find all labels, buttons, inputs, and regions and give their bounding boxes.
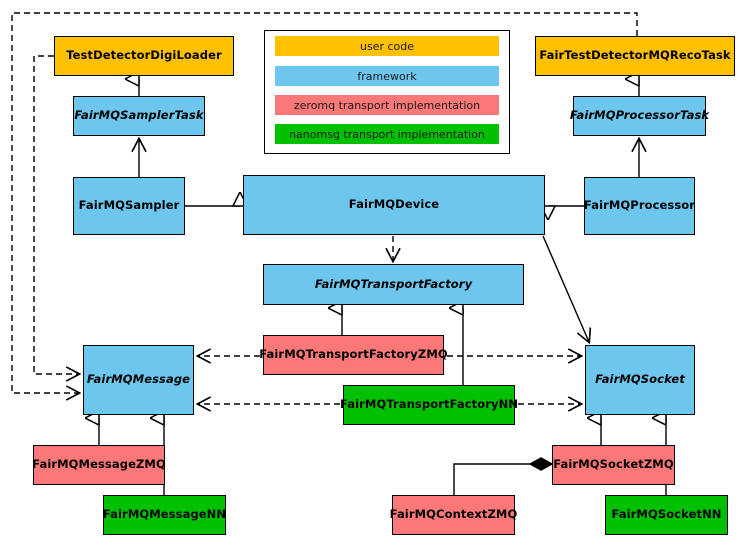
legend-swatch-nanomsg: nanomsg transport implementation xyxy=(275,124,499,144)
class-node-fairmqsampler[interactable]: FairMQSampler xyxy=(73,177,185,235)
legend-label-nanomsg: nanomsg transport implementation xyxy=(289,127,485,141)
legend-swatch-user-code: user code xyxy=(275,36,499,56)
class-node-fairmqsocketzmq[interactable]: FairMQSocketZMQ xyxy=(552,445,675,485)
edge-device-socket xyxy=(542,235,589,342)
class-node-fairmqsamplertask[interactable]: FairMQSamplerTask xyxy=(73,96,205,136)
class-node-fairmqmessagenn[interactable]: FairMQMessageNN xyxy=(103,495,226,535)
class-node-fairmqprocessortask[interactable]: FairMQProcessorTask xyxy=(570,96,709,136)
legend-label-user-code: user code xyxy=(359,39,415,53)
class-node-fairmqtransportfactoryzmq[interactable]: FairMQTransportFactoryZMQ xyxy=(259,335,448,375)
class-node-fairmqprocessor[interactable]: FairMQProcessor xyxy=(584,177,695,235)
class-node-fairmqmessage[interactable]: FairMQMessage xyxy=(83,345,194,415)
class-node-fairmqmessagezmq[interactable]: FairMQMessageZMQ xyxy=(32,445,166,485)
class-node-fairtestdetectormqrecotask[interactable]: FairTestDetectorMQRecoTask xyxy=(535,36,735,76)
legend-label-zeromq: zeromq transport implementation xyxy=(293,98,481,112)
edge-contextzmq-socketzmq xyxy=(453,464,551,495)
legend-swatch-framework: framework xyxy=(275,66,499,86)
legend-label-framework: framework xyxy=(357,69,417,83)
class-node-fairmqcontextzmq[interactable]: FairMQContextZMQ xyxy=(390,495,517,535)
legend-swatch-zeromq: zeromq transport implementation xyxy=(275,95,499,115)
class-node-fairmqtransportfactorynn[interactable]: FairMQTransportFactoryNN xyxy=(340,385,518,425)
class-node-fairmqsocketnn[interactable]: FairMQSocketNN xyxy=(605,495,728,535)
class-node-fairmqsocket[interactable]: FairMQSocket xyxy=(585,345,695,415)
class-node-fairmqdevice[interactable]: FairMQDevice xyxy=(243,175,545,235)
class-node-fairmqtransportfactory[interactable]: FairMQTransportFactory xyxy=(263,264,524,305)
class-node-testdetectordigiloader[interactable]: TestDetectorDigiLoader xyxy=(54,36,234,76)
